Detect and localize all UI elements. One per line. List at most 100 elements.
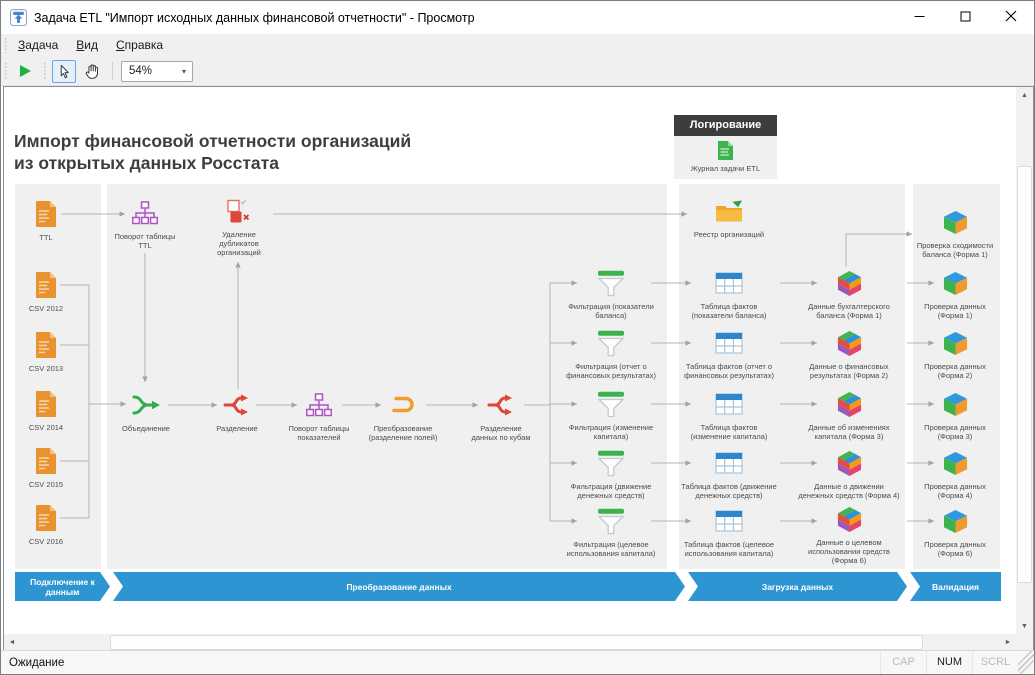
node-fact2[interactable]: Таблица фактов (отчет о финансовых резул…: [666, 326, 792, 380]
node-transform[interactable]: Преобразование (разделение полей): [353, 388, 453, 442]
menu-item-1[interactable]: Задача: [18, 38, 59, 52]
node-pivot_ttl[interactable]: Поворот таблицы TTL: [97, 196, 193, 250]
menu-bar: Задача Вид Справка: [1, 34, 1034, 57]
menu-item-3[interactable]: Справка: [116, 38, 164, 52]
logging-header: Логирование: [674, 115, 777, 136]
horizontal-scroll-thumb[interactable]: [110, 635, 923, 650]
maximize-button[interactable]: [942, 1, 988, 34]
node-split[interactable]: Разделение: [194, 388, 280, 433]
node-label: Разделение данных по кубам: [471, 424, 531, 442]
node-label: Фильтрация (движение денежных средств): [570, 482, 652, 500]
node-fact3[interactable]: Таблица фактов (изменение капитала): [671, 387, 787, 441]
cube-multi-icon: [836, 502, 863, 536]
node-check1[interactable]: Проверка данных (Форма 1): [905, 266, 1005, 320]
minimize-button[interactable]: [896, 1, 942, 34]
node-data2[interactable]: Данные о финансовых результатах (Форма 2…: [790, 326, 908, 380]
pointer-tool-button[interactable]: [52, 59, 76, 83]
node-check4[interactable]: Проверка данных (Форма 4): [905, 446, 1005, 500]
cube-multi-icon: [836, 387, 863, 421]
node-filter1[interactable]: Фильтрация (показатели баланса): [551, 266, 671, 320]
merge-green-icon: [131, 388, 161, 422]
funnel-green-icon: [595, 504, 627, 538]
node-dedup[interactable]: Удаление дубликатов организаций: [191, 194, 287, 257]
chevron-down-icon: ▾: [181, 66, 186, 76]
node-fact4[interactable]: Таблица фактов (движение денежных средст…: [664, 446, 794, 500]
node-union[interactable]: Объединение: [98, 388, 194, 433]
scrollbar-corner: [1016, 634, 1033, 651]
node-check0[interactable]: Проверка сходимости баланса (Форма 1): [905, 205, 1005, 259]
play-icon: [19, 65, 31, 77]
scroll-down-button[interactable]: ▼: [1016, 618, 1033, 634]
scroll-right-button[interactable]: ►: [1000, 634, 1016, 651]
title-bar: Задача ETL "Импорт исходных данных финан…: [1, 1, 1034, 34]
node-fact5[interactable]: Таблица фактов (целевое использования ка…: [666, 504, 792, 558]
toolbar: 54% ▾: [1, 57, 1034, 86]
scroll-left-button[interactable]: ◄: [4, 634, 20, 651]
node-label: Данные о целевом использовании средств (…: [808, 538, 890, 565]
node-registry[interactable]: Реестр организаций: [674, 194, 784, 239]
run-button[interactable]: [13, 60, 37, 83]
cube-tri-icon: [943, 205, 968, 239]
node-csv2014[interactable]: CSV 2014: [4, 387, 88, 432]
funnel-green-icon: [595, 326, 627, 360]
node-split_cubes[interactable]: Разделение данных по кубам: [453, 388, 549, 442]
window-title: Задача ETL "Импорт исходных данных финан…: [34, 10, 475, 25]
vertical-scroll-thumb[interactable]: [1017, 166, 1032, 583]
node-label: Данные бухгалтерского баланса (Форма 1): [808, 302, 890, 320]
table-blue-icon: [715, 504, 743, 538]
node-filter3[interactable]: Фильтрация (изменение капитала): [551, 387, 671, 441]
node-check3[interactable]: Проверка данных (Форма 3): [905, 387, 1005, 441]
node-ttl[interactable]: TTL: [4, 197, 88, 242]
node-csv2015[interactable]: CSV 2015: [4, 444, 88, 489]
cube-tri-icon: [943, 387, 968, 421]
node-log[interactable]: Журнал задачи ETL: [674, 138, 777, 173]
cube-multi-icon: [836, 446, 863, 480]
menu-item-2[interactable]: Вид: [76, 38, 98, 52]
dedup-red-icon: [227, 194, 251, 228]
node-csv2013[interactable]: CSV 2013: [4, 328, 88, 373]
node-check5[interactable]: Проверка данных (Форма 6): [905, 504, 1005, 558]
zoom-value: 54%: [129, 65, 153, 77]
node-label: CSV 2014: [28, 423, 64, 432]
node-data3[interactable]: Данные об изменениях капитала (Форма 3): [790, 387, 908, 441]
hand-icon: [85, 63, 98, 79]
node-data4[interactable]: Данные о движении денежных средств (Форм…: [782, 446, 916, 500]
doc-green-icon: [717, 138, 734, 162]
node-check2[interactable]: Проверка данных (Форма 2): [905, 326, 1005, 380]
node-label: CSV 2013: [28, 364, 64, 373]
horizontal-scrollbar[interactable]: ◄ ►: [4, 634, 1016, 651]
node-label: Фильтрация (изменение капитала): [568, 423, 654, 441]
close-button[interactable]: [988, 1, 1034, 34]
transform-orange-icon: [390, 388, 416, 422]
doc-orange-icon: [34, 268, 58, 302]
node-label: Данные о движении денежных средств (Форм…: [798, 482, 900, 500]
node-fact1[interactable]: Таблица фактов (показатели баланса): [671, 266, 787, 320]
node-filter4[interactable]: Фильтрация (движение денежных средств): [551, 446, 671, 500]
split-red-icon: [487, 388, 515, 422]
indicator-num: NUM: [926, 651, 972, 674]
pan-tool-button[interactable]: [80, 60, 104, 83]
cube-tri-icon: [943, 326, 968, 360]
vertical-scrollbar[interactable]: ▲ ▼: [1016, 87, 1033, 634]
node-data5[interactable]: Данные о целевом использовании средств (…: [790, 502, 908, 565]
node-label: Удаление дубликатов организаций: [217, 230, 261, 257]
node-filter2[interactable]: Фильтрация (отчет о финансовых результат…: [549, 326, 673, 380]
node-label: Данные о финансовых результатах (Форма 2…: [809, 362, 889, 380]
table-blue-icon: [715, 266, 743, 300]
node-csv2016[interactable]: CSV 2016: [4, 501, 88, 546]
node-label: CSV 2015: [28, 480, 64, 489]
node-pivot_ind[interactable]: Поворот таблицы показателей: [271, 388, 367, 442]
resize-grip[interactable]: [1018, 651, 1034, 674]
node-data1[interactable]: Данные бухгалтерского баланса (Форма 1): [790, 266, 908, 320]
node-filter5[interactable]: Фильтрация (целевое использования капита…: [549, 504, 673, 558]
lane-validate: Валидация: [910, 572, 1001, 601]
table-blue-icon: [715, 326, 743, 360]
node-label: Объединение: [122, 424, 170, 433]
node-csv2012[interactable]: CSV 2012: [4, 268, 88, 313]
diagram-canvas[interactable]: Импорт финансовой отчетности организаций…: [4, 87, 1016, 634]
node-label: Таблица фактов (движение денежных средст…: [681, 482, 777, 500]
zoom-combobox[interactable]: 54% ▾: [121, 60, 193, 82]
node-label: Преобразование (разделение полей): [368, 424, 438, 442]
scroll-up-button[interactable]: ▲: [1016, 87, 1033, 103]
